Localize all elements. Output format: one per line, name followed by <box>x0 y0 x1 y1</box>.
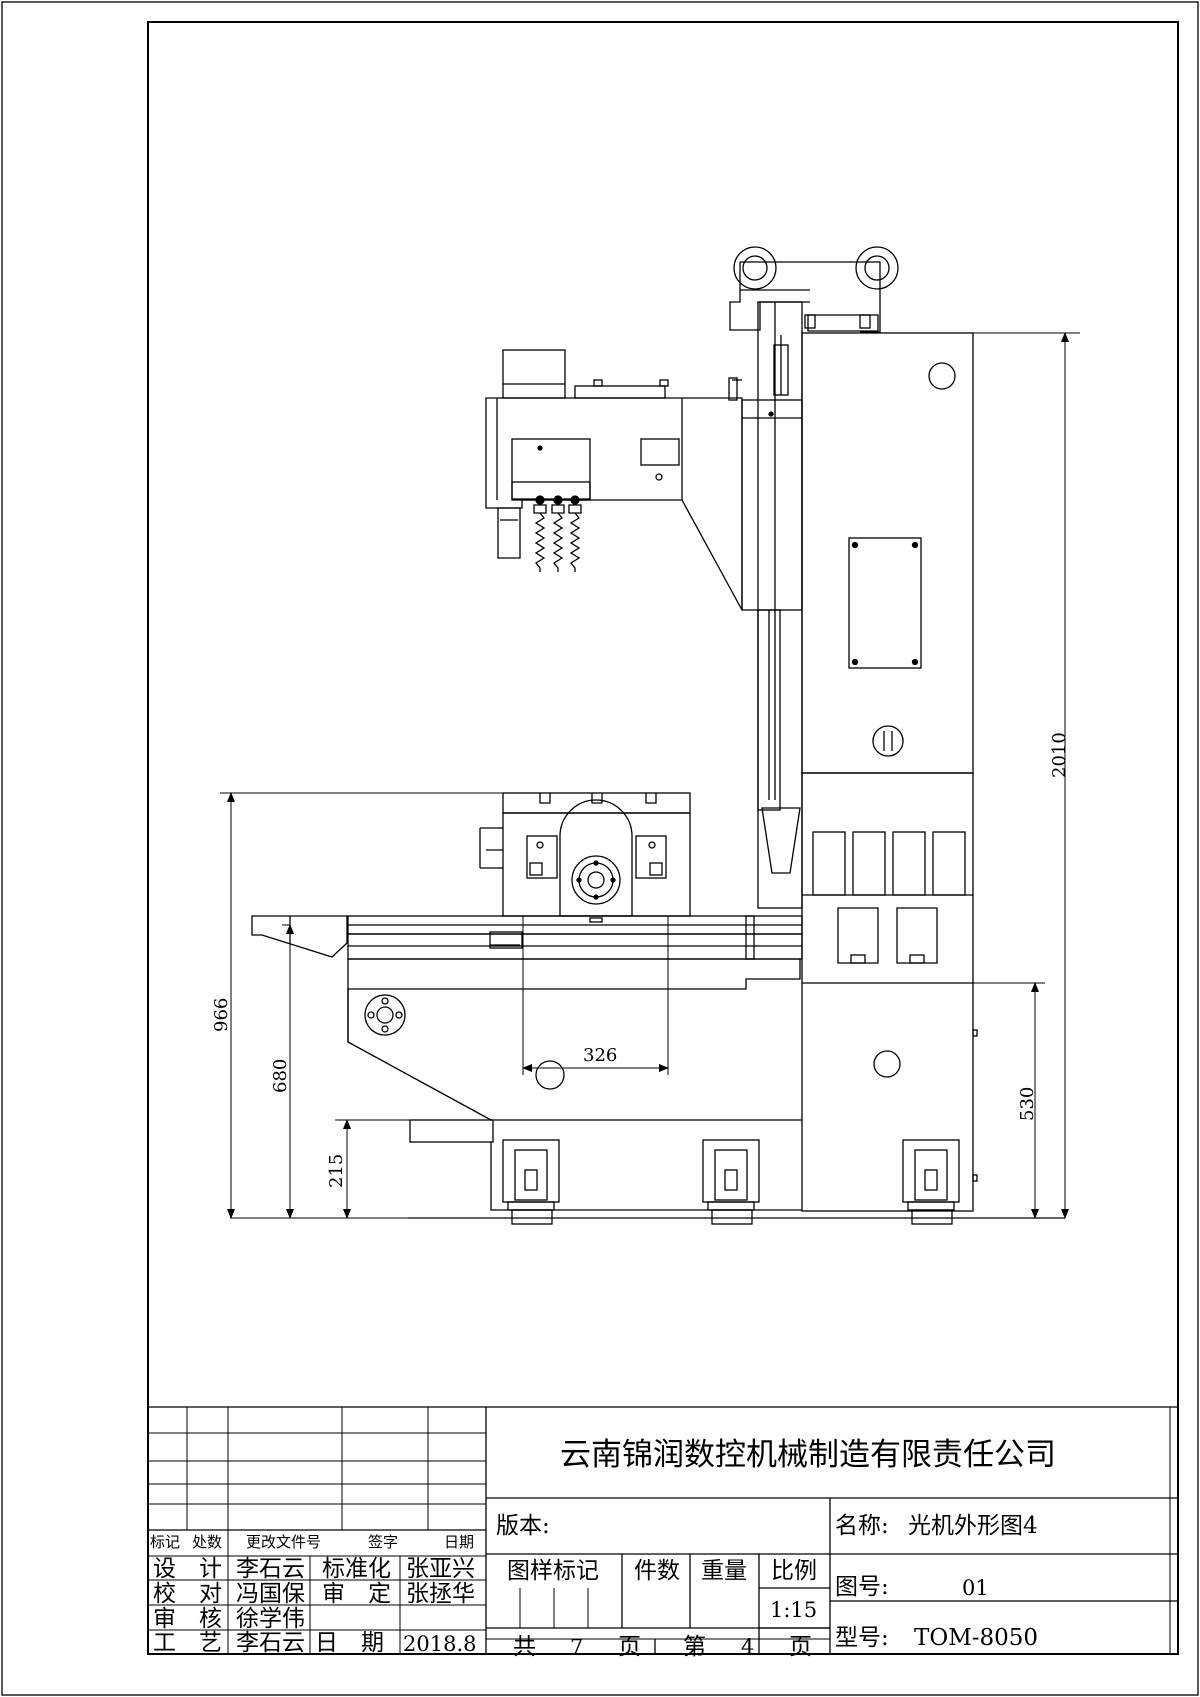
leveling-feet <box>502 1139 960 1225</box>
rotary-table <box>559 799 633 917</box>
spindle-motor <box>502 349 566 399</box>
name-date: 2018.8 <box>403 1632 477 1656</box>
sheet-label: 第 <box>683 1634 706 1660</box>
rev-header-count: 处数 <box>192 1533 223 1551</box>
dim-right-base-height: 530 <box>1017 1086 1038 1121</box>
dim-spindle-offset: 326 <box>583 1045 618 1066</box>
scale-label: 比例 <box>771 1558 817 1584</box>
machine-column <box>801 332 974 774</box>
total-page-unit: 页 <box>618 1634 641 1660</box>
rev-header-docno: 更改文件号 <box>246 1533 322 1551</box>
total-value: 7 <box>570 1635 584 1659</box>
base-hole <box>873 1050 901 1078</box>
name-label: 名称: <box>835 1513 889 1539</box>
model-label: 型号: <box>835 1625 889 1651</box>
z-axis-guide <box>757 301 803 909</box>
scale-value: 1:15 <box>770 1598 818 1622</box>
role-approve: 审 定 <box>322 1581 391 1607</box>
weight-label: 重量 <box>701 1558 747 1584</box>
drawing-no-value: 01 <box>962 1576 989 1600</box>
column-hole <box>928 362 956 390</box>
sample-mark-label: 图样标记 <box>507 1558 599 1584</box>
inner-frame <box>147 21 1179 1655</box>
name-approve: 张拯华 <box>406 1581 475 1607</box>
dim-overall-height: 2010 <box>1049 732 1070 778</box>
role-design: 设 计 <box>153 1556 222 1582</box>
role-date: 日 期 <box>315 1630 384 1656</box>
rev-header-mark: 标记 <box>150 1533 181 1551</box>
total-label: 共 <box>513 1634 536 1660</box>
name-standard: 张亚兴 <box>406 1556 475 1582</box>
name-review: 徐学伟 <box>236 1606 305 1632</box>
tool-drills <box>533 495 582 572</box>
dim-table-height: 966 <box>211 997 232 1032</box>
name-value: 光机外形图4 <box>908 1513 1038 1539</box>
role-standard: 标准化 <box>322 1556 391 1582</box>
column-gauge <box>872 725 904 757</box>
quantity-label: 件数 <box>634 1558 680 1584</box>
spindle-carriage <box>741 399 803 611</box>
dim-foot-height: 215 <box>326 1153 347 1188</box>
bed-flange <box>364 994 406 1036</box>
machine-base-right <box>801 772 974 1212</box>
head-window <box>511 438 591 500</box>
role-review: 审 核 <box>153 1606 222 1632</box>
name-check: 冯国保 <box>236 1581 305 1607</box>
machine-bed <box>347 958 801 990</box>
sheet-value: 4 <box>741 1635 755 1659</box>
name-process: 李石云 <box>236 1630 305 1656</box>
role-check: 校 对 <box>153 1581 222 1607</box>
name-design: 李石云 <box>236 1556 305 1582</box>
version-label: 版本: <box>496 1513 550 1539</box>
column-cover-plate <box>848 537 922 669</box>
machine-elevation-drawing <box>251 246 1065 1225</box>
rev-header-date: 日期 <box>444 1533 475 1551</box>
model-value: TOM-8050 <box>914 1625 1039 1651</box>
spindle-head <box>485 397 743 611</box>
sheet-page-unit: 页 <box>789 1634 812 1660</box>
title-block-lines <box>148 1406 1178 1654</box>
dim-base-height: 680 <box>270 1058 291 1093</box>
dimension-lines <box>220 332 1080 1219</box>
company-name: 云南锦润数控机械制造有限责任公司 <box>560 1437 1056 1473</box>
rev-header-signature: 签字 <box>368 1533 399 1551</box>
drawing-no-label: 图号: <box>835 1574 889 1600</box>
role-process: 工 艺 <box>153 1630 222 1656</box>
